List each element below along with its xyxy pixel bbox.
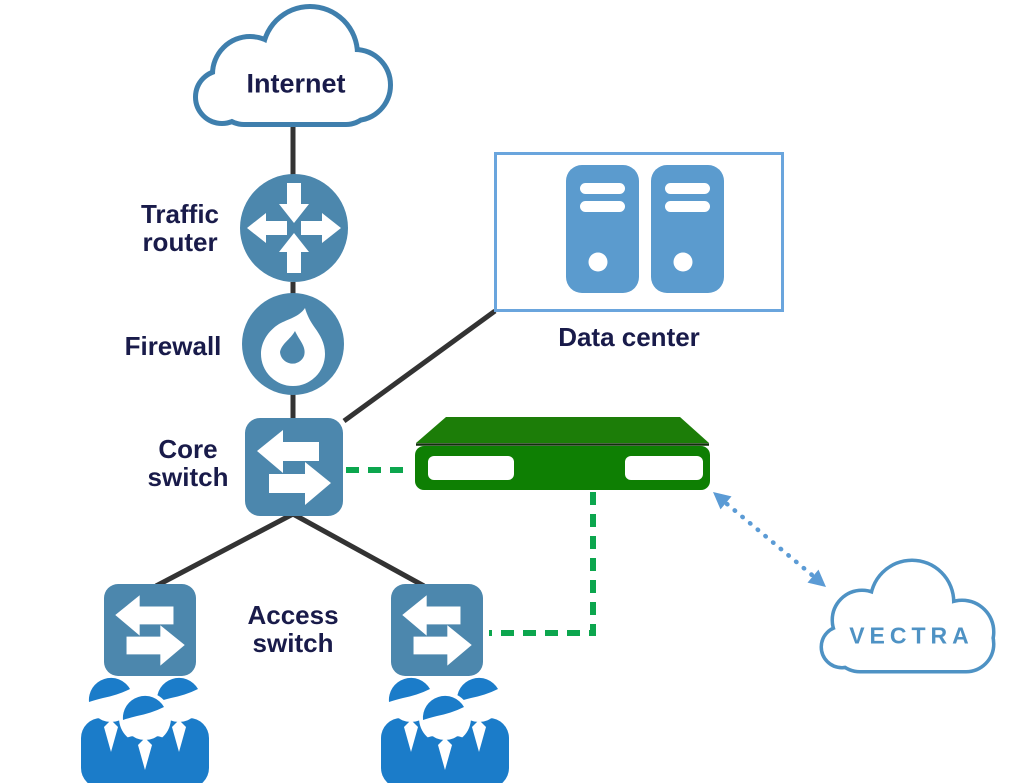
edge-sensor-vectra-dotted xyxy=(724,501,815,578)
server-tower-icon xyxy=(566,165,639,293)
access-switch-2-icon xyxy=(391,584,483,676)
server-tower-icon xyxy=(651,165,724,293)
sensor-appliance-icon xyxy=(415,417,710,490)
router-arrow-left xyxy=(247,213,287,243)
access-switch-label: Access switch xyxy=(247,599,339,658)
data-center-label: Data center xyxy=(558,321,700,352)
appliance-slot xyxy=(428,456,514,480)
user-group-icon xyxy=(381,677,509,783)
traffic-router-icon xyxy=(240,174,348,282)
internet-label: Internet xyxy=(246,68,346,99)
edge-coreswitch-datacenter xyxy=(342,308,497,424)
edge-coreswitch-accessswitch1 xyxy=(154,511,295,589)
router-arrow-down xyxy=(279,183,309,223)
router-arrow-right xyxy=(301,213,341,243)
vectra-cloud-icon xyxy=(812,552,1012,687)
firewall-icon xyxy=(242,293,344,395)
core-switch-icon xyxy=(245,418,343,516)
access-switch-1-icon xyxy=(104,584,196,676)
traffic-router-label: Traffic router xyxy=(140,198,220,257)
arrowhead-toward-sensor xyxy=(713,492,732,510)
data-center-box xyxy=(494,152,784,312)
router-arrow-up xyxy=(279,233,309,273)
flame-core xyxy=(280,331,305,364)
core-switch-label: Core switch xyxy=(147,433,229,492)
firewall-label: Firewall xyxy=(124,330,222,361)
switch-arrow-left xyxy=(257,430,319,473)
edge-coreswitch-accessswitch2 xyxy=(291,511,426,589)
vectra-label: VECTRA xyxy=(849,622,974,649)
edge-sensor-accessswitch2-dashed xyxy=(489,492,596,636)
appliance-slot xyxy=(625,456,703,480)
switch-arrow-right xyxy=(269,462,331,505)
internet-cloud-icon xyxy=(190,0,402,132)
user-group-icon xyxy=(81,677,209,783)
